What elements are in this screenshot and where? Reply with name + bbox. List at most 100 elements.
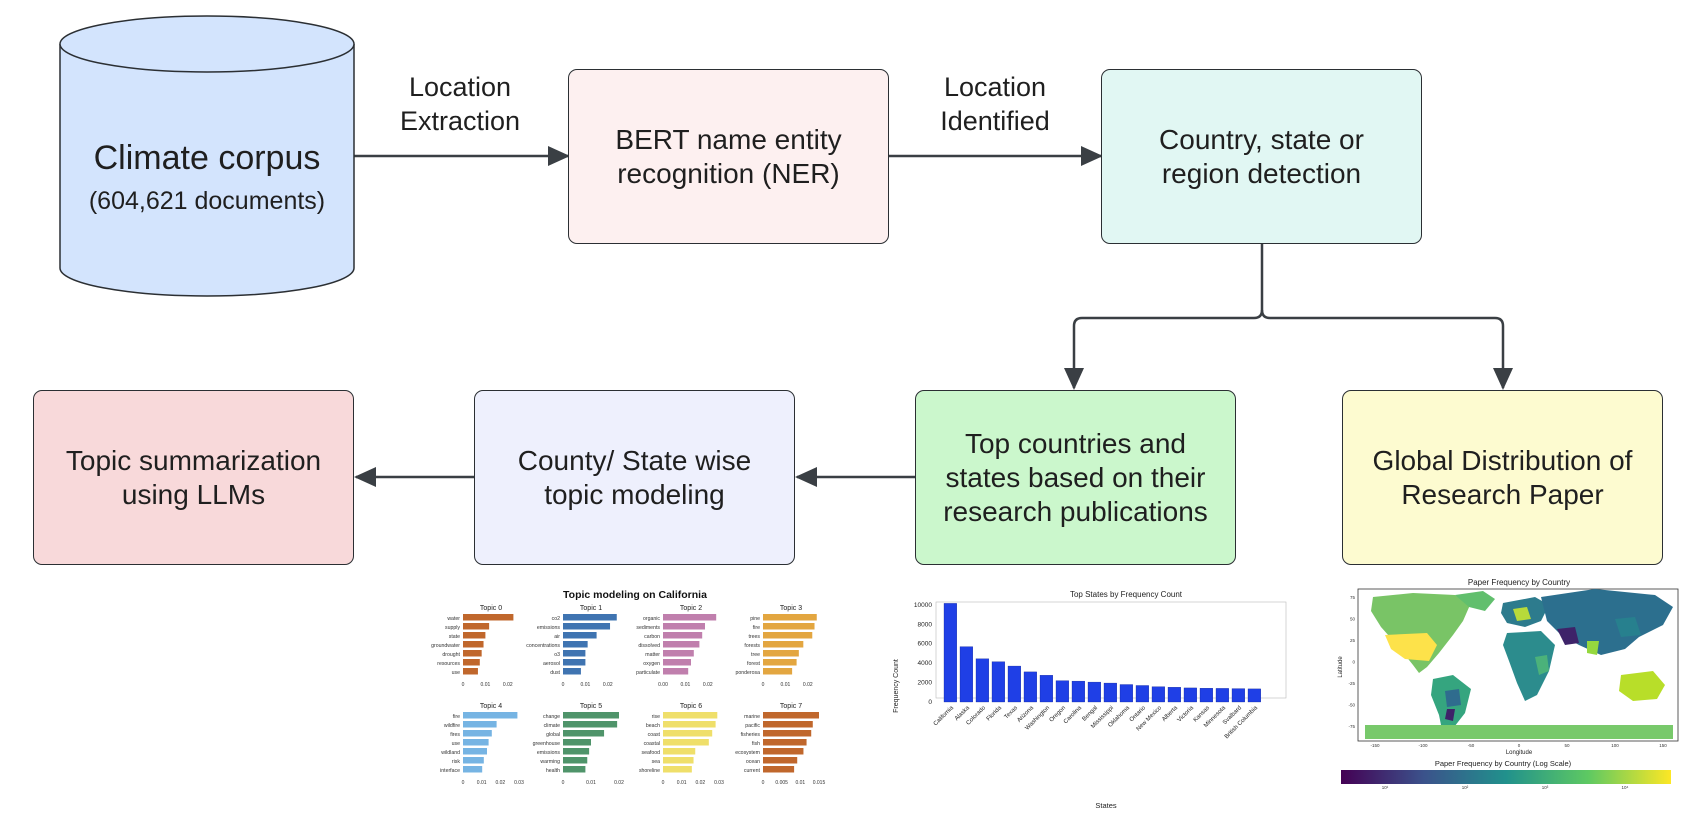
topic-word: interface: [440, 768, 460, 774]
topic-word: carbon: [644, 634, 660, 640]
topic-bar: [463, 668, 478, 675]
topic-bar: [563, 632, 597, 639]
bar: [991, 661, 1005, 703]
colorbar-tick: 10⁴: [1622, 785, 1629, 790]
topic-word: pacific: [745, 723, 760, 729]
topic-word: seafood: [642, 750, 661, 756]
topic-tick: 0.02: [603, 682, 613, 688]
bar: [1199, 688, 1213, 703]
node-county-label: County/ State wise topic modeling: [517, 444, 752, 510]
topic-bar: [663, 659, 691, 666]
topic-word: rise: [652, 714, 660, 720]
bar: [1183, 687, 1197, 703]
topic-bar: [463, 641, 484, 648]
map-xtick: -150: [1370, 743, 1380, 748]
bar: [975, 658, 989, 703]
topic-bar: [463, 632, 486, 639]
topic-tick: 0.02: [695, 780, 705, 786]
topic-title: Topic 2: [680, 605, 702, 612]
topic-word: sediments: [636, 625, 660, 631]
topic-bar: [663, 668, 689, 675]
bar-chart-ylabel: Frequency Count: [893, 659, 900, 713]
topic-bar: [763, 721, 813, 728]
node-summ-label: Topic summarization using LLMs: [65, 444, 322, 510]
node-top: Top countries and states based on their …: [915, 390, 1236, 565]
map-xtick: 150: [1659, 743, 1667, 748]
map-xtick: -100: [1418, 743, 1428, 748]
topic-word: global: [546, 732, 560, 738]
topic-bar: [763, 614, 817, 621]
topic-tick: 0.02: [614, 780, 624, 786]
map-title: Paper Frequency by Country: [1468, 578, 1570, 587]
topic-bar: [663, 766, 692, 773]
topic-bar: [563, 668, 581, 675]
topic-title: Topic 7: [780, 703, 802, 710]
corpus-title: Climate corpus: [93, 139, 321, 177]
database-cylinder: [59, 15, 355, 297]
topic-bar: [663, 614, 717, 621]
topic-bar: [663, 748, 696, 755]
topic-word: pine: [750, 616, 760, 622]
bar-ytick: 2000: [918, 680, 933, 687]
map-ytick: 25: [1350, 638, 1356, 643]
topic-word: fire: [453, 714, 460, 720]
topic-tick: 0.01: [681, 682, 691, 688]
bar: [1167, 687, 1181, 703]
topic-tick: 0.02: [703, 682, 713, 688]
topic-word: fires: [450, 732, 460, 738]
bar-ytick: 4000: [918, 660, 933, 667]
bar: [1215, 688, 1229, 703]
bar: [1151, 686, 1165, 703]
topic-bar: [763, 650, 799, 657]
topic-title: Topic 6: [680, 703, 702, 710]
topic-bar: [463, 757, 484, 764]
bar: [959, 646, 973, 703]
bar: [1055, 680, 1069, 703]
node-global-label: Global Distribution of Research Paper: [1372, 444, 1633, 510]
topic-word: particulate: [636, 670, 660, 676]
node-detect: Country, state or region detection: [1101, 69, 1422, 244]
topic-word: o3: [554, 652, 560, 658]
arrow-detect-to-top: [1064, 243, 1264, 390]
topic-word: dissolved: [638, 643, 660, 649]
topic-tick: 0.01: [477, 780, 487, 786]
topic-word: water: [447, 616, 460, 622]
topic-word: forests: [744, 643, 760, 649]
topic-bar: [563, 766, 586, 773]
topic-tick: 0: [662, 780, 665, 786]
topic-bar: [563, 739, 591, 746]
topic-tick: 0.015: [813, 780, 826, 786]
bar: [1023, 671, 1037, 703]
corpus-subtitle: (604,621 documents): [88, 187, 326, 215]
topic-bar: [463, 614, 514, 621]
usa-region: [1385, 633, 1437, 661]
bar: [1119, 684, 1133, 703]
edge-label-extraction: Location Extraction: [399, 72, 521, 136]
topic-word: fisheries: [741, 732, 761, 738]
node-ner-label: BERT name entity recognition (NER): [615, 123, 842, 189]
topic-word: supply: [445, 625, 460, 631]
node-detect-label: Country, state or region detection: [1159, 123, 1364, 189]
bar: [1135, 685, 1149, 703]
topic-bar: [763, 757, 798, 764]
topic-bar: [563, 641, 588, 648]
topic-bar: [763, 641, 804, 648]
topic-word: trees: [748, 634, 760, 640]
topic-bar: [663, 623, 705, 630]
topic-word: coast: [648, 732, 661, 738]
topic-word: groundwater: [431, 643, 460, 649]
topic-tick: 0.03: [514, 780, 524, 786]
topic-word: emissions: [537, 750, 560, 756]
bar: [943, 603, 957, 703]
topic-bar: [763, 623, 815, 630]
topic-word: fish: [752, 741, 760, 747]
bar-ytick: 8000: [918, 621, 933, 628]
topic-word: forest: [747, 661, 761, 667]
topic-word: drought: [442, 652, 460, 658]
topic-tick: 0.01: [586, 780, 596, 786]
colorbar-tick: 10¹: [1382, 785, 1389, 790]
topic-tick: 0: [462, 780, 465, 786]
map-xtick: -50: [1468, 743, 1475, 748]
map-xtick: 100: [1611, 743, 1619, 748]
map-ylabel: Latitude: [1338, 656, 1344, 678]
